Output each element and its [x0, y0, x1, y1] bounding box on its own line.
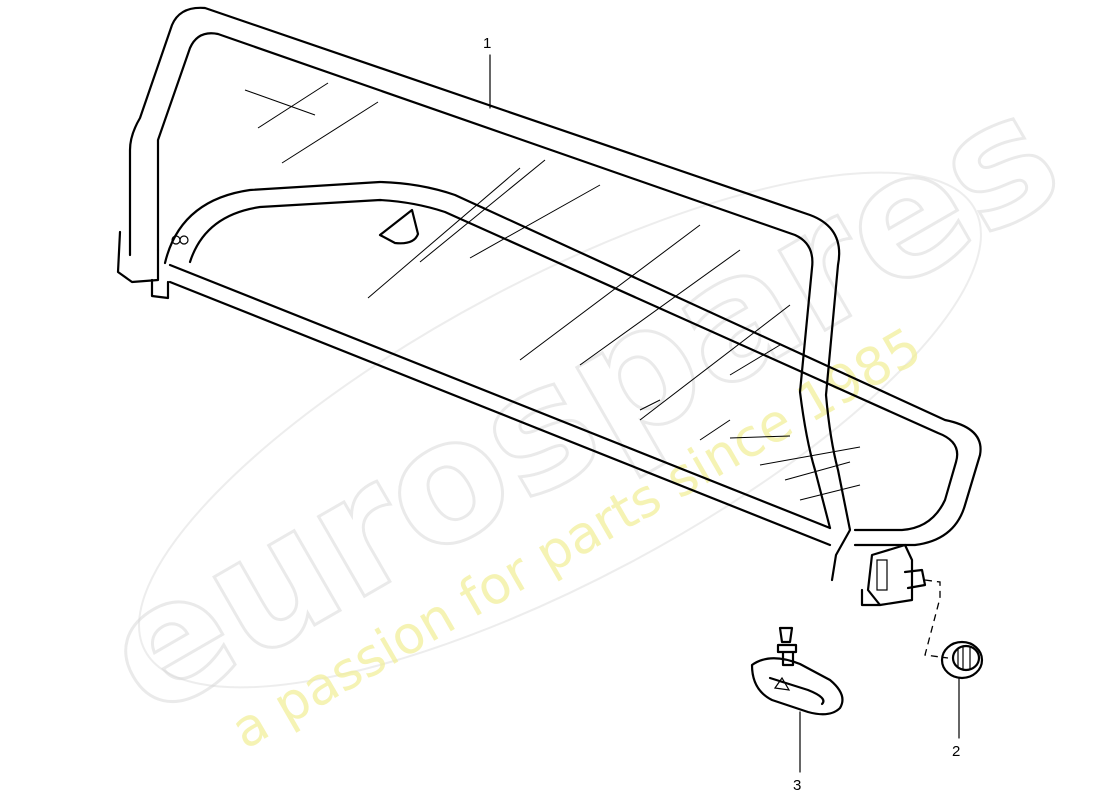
right-hinge-pin	[903, 568, 927, 590]
left-foot	[150, 278, 170, 300]
deflector-hoop-inner	[156, 32, 832, 530]
deflector-hoop-outer	[128, 6, 852, 582]
bottom-rail-front	[168, 263, 832, 547]
cap-nut-flange	[940, 640, 984, 680]
callout-leaders	[489, 54, 960, 773]
right-foot	[860, 588, 882, 607]
watermark-swoosh	[138, 171, 982, 689]
callout-3: 3	[793, 777, 801, 794]
handle-stem	[776, 626, 798, 667]
left-hinge-hole-2	[179, 235, 189, 245]
cap-nut-body	[951, 644, 981, 672]
rail-bracket	[378, 208, 420, 245]
assembly-guide-line	[924, 579, 949, 659]
bottom-rail-outer	[163, 180, 982, 547]
handle-body	[750, 657, 844, 716]
wind-deflector-part-1	[116, 6, 982, 607]
cap-nut-knurl	[957, 645, 971, 671]
handle-grip	[768, 676, 825, 706]
handle-part-3	[750, 626, 844, 716]
handle-arrow	[773, 676, 791, 691]
bottom-rail-inner	[188, 198, 959, 532]
cap-nut-part-2	[924, 579, 984, 680]
left-post	[116, 230, 160, 284]
right-hinge-slot	[876, 559, 888, 591]
watermark: eurospares a passion for parts since 198…	[71, 52, 1092, 761]
glass-reflections	[244, 82, 861, 501]
watermark-brand: eurospares	[72, 54, 1090, 755]
callout-2: 2	[952, 743, 960, 760]
right-bracket	[866, 543, 914, 607]
callout-1: 1	[483, 35, 491, 52]
